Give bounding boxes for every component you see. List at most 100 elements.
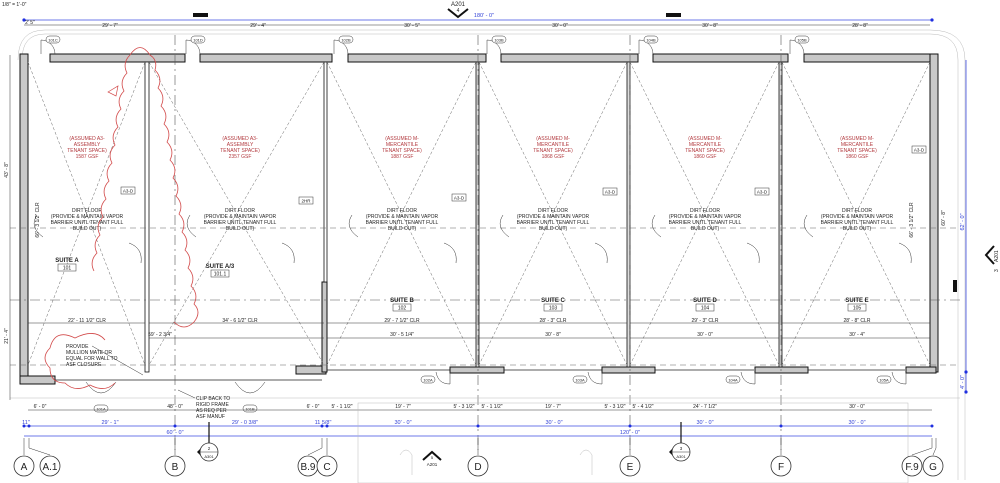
- section-marker-top[interactable]: A201 4: [447, 2, 469, 19]
- dimension: 6' - 0": [307, 404, 320, 410]
- ceiling-x-lines: [27, 61, 146, 366]
- grid-bubble-E[interactable]: E: [619, 438, 641, 477]
- dimension: 5' - 1 1/2": [331, 404, 352, 410]
- grid-bubble-C[interactable]: C: [316, 438, 338, 477]
- door-104B[interactable]: 104B: [638, 35, 659, 55]
- floor-note: (PROVIDE & MAINTAIN VAPOR: [51, 214, 124, 220]
- dimension: 19' - 7": [395, 404, 411, 410]
- door-103B[interactable]: 103B: [486, 35, 507, 55]
- door-swing: [891, 371, 907, 385]
- grid-bubble-A.1[interactable]: A.1: [28, 438, 61, 477]
- occupancy-note: ASSEMBLY: [74, 142, 101, 148]
- ceiling-x-lines: [781, 61, 931, 366]
- canopy-outline: [17, 29, 966, 480]
- gridlines: [10, 35, 960, 450]
- dimension: 28' - 8": [852, 23, 868, 29]
- note-line: AS REQ PER: [196, 408, 227, 414]
- floor-note: DIRT FLOOR: [690, 208, 720, 214]
- door-number: 103A: [575, 378, 585, 383]
- door-swing: [40, 39, 56, 55]
- note-line: CLIP BACK TO: [196, 396, 230, 402]
- clear-dimension: 28' - 3" CLR: [540, 318, 567, 324]
- grid-label: D: [474, 462, 481, 473]
- door-number: 104B: [646, 38, 656, 43]
- grid-bubble-B[interactable]: B: [164, 438, 186, 477]
- grid-label: A.1: [42, 462, 57, 473]
- door-swing: [435, 371, 451, 385]
- grid-label: E: [627, 462, 634, 473]
- door-swing-arc: [348, 214, 457, 264]
- room-number: 103: [549, 306, 558, 312]
- dimension: 30' - 8": [545, 332, 561, 338]
- door-tag: [491, 35, 507, 44]
- floor-note: (PROVIDE & MAINTAIN VAPOR: [821, 214, 894, 220]
- door-103A[interactable]: 103A: [572, 371, 603, 385]
- suite-name: SUITE C: [541, 298, 565, 304]
- door-101D[interactable]: 101D: [185, 35, 206, 55]
- door-swing-arc: [651, 214, 760, 264]
- door-105B[interactable]: 105B: [789, 35, 810, 55]
- wall-type-label: A3-D: [757, 190, 768, 195]
- section-sheet: A201: [451, 2, 466, 8]
- grid-dimension: 29' - 0 3/8": [232, 420, 258, 426]
- wall-type-label: 2HR: [301, 199, 311, 204]
- door-swing: [234, 381, 266, 394]
- dimension-node: [628, 424, 632, 428]
- dimension-node: [930, 424, 934, 428]
- door-tag: [876, 375, 892, 384]
- floor-note: (PROVIDE & MAINTAIN VAPOR: [517, 214, 590, 220]
- floor-note: BARRIER UNITL TENANT FULL: [366, 220, 439, 226]
- grid-bubble-G[interactable]: G: [922, 438, 944, 477]
- dimension: 5' - 4 1/2": [632, 404, 653, 410]
- section-marker-right[interactable]: A201 3: [984, 245, 1000, 272]
- clear-dimension: 28' - 8" CLR: [844, 318, 871, 324]
- door-swing: [638, 39, 654, 55]
- door-101A[interactable]: 101A: [85, 381, 117, 413]
- door-105A[interactable]: 105A: [876, 371, 907, 385]
- grid-bubble-F.9[interactable]: F.9: [901, 438, 933, 477]
- grid-label: F.9: [905, 462, 919, 473]
- door-number: 104A: [728, 378, 738, 383]
- note-clip-back: CLIP BACK TO RIGID FRAME AS REQ PER ASF …: [177, 389, 230, 420]
- door-number: 101B: [245, 407, 255, 412]
- floor-note: BUILD OUT): [226, 226, 255, 232]
- grid-bubble-A[interactable]: A: [13, 438, 35, 477]
- room-number: 104: [701, 306, 710, 312]
- dimension-node: [22, 424, 26, 428]
- dimension: 5' - 3 1/2": [604, 404, 625, 410]
- door-swing: [85, 381, 117, 394]
- door-104A[interactable]: 104A: [725, 371, 756, 385]
- grid-bubble-D[interactable]: D: [467, 438, 489, 477]
- door-101B[interactable]: 101B: [234, 381, 266, 413]
- overall-dimension: 60' - 0": [166, 430, 183, 436]
- door-102B[interactable]: 102B: [333, 35, 354, 55]
- suite-name: SUITE E: [845, 298, 868, 304]
- dimension: 6' - 0": [34, 404, 47, 410]
- occupancy-note: (ASSUMED M-: [536, 136, 570, 142]
- door-tag: [794, 35, 810, 44]
- grid-dimension: 30' - 0": [394, 420, 411, 426]
- column-marker: [666, 13, 681, 17]
- grid-bubble: [922, 455, 944, 477]
- door-101C[interactable]: 101C: [40, 35, 61, 55]
- note-line: RIGID FRAME: [196, 402, 229, 408]
- door-tag: [572, 375, 588, 384]
- dimension-node: [779, 424, 783, 428]
- section-number: 3: [994, 269, 1000, 272]
- clear-dimension: 29' - 3" CLR: [692, 318, 719, 324]
- grid-bubble-F[interactable]: F: [770, 438, 792, 477]
- door-102A[interactable]: 102A: [420, 371, 451, 385]
- door-number: 101C: [48, 38, 58, 43]
